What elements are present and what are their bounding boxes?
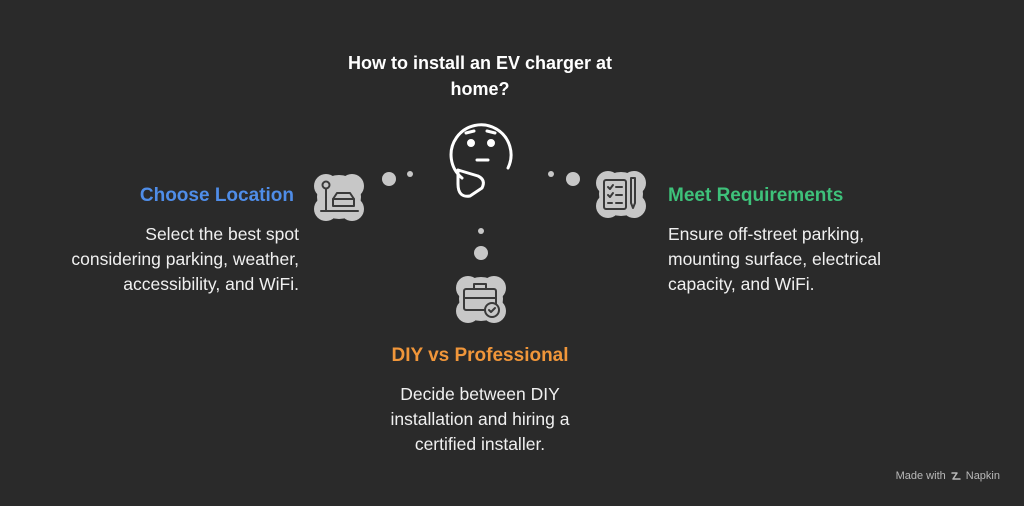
meet-requirements-heading: Meet Requirements [668, 185, 844, 206]
choose-location-description: Select the best spot considering parking… [71, 224, 299, 294]
napkin-logo-icon [951, 472, 961, 480]
connector-dots-bottom [474, 228, 488, 260]
diy-professional-description: Decide between DIY installation and hiri… [390, 384, 570, 454]
made-with-napkin-badge[interactable]: Made with Napkin [896, 470, 1000, 482]
meet-requirements-description: Ensure off-street parking, mounting surf… [668, 224, 882, 294]
checklist-icon [603, 177, 636, 210]
connector-dots-right [548, 171, 580, 186]
page-title: How to install an EV charger at home? [347, 53, 613, 99]
location-node [314, 174, 364, 221]
made-with-label: Made with [895, 470, 946, 482]
thinking-face-icon [449, 123, 513, 198]
diy-professional-heading: DIY vs Professional [391, 345, 569, 366]
choose-location-heading: Choose Location [139, 185, 294, 206]
parking-location-icon [320, 180, 359, 212]
requirements-node [596, 171, 646, 218]
napkin-brand-label: Napkin [965, 470, 1000, 482]
diy-professional-node [456, 276, 506, 323]
toolbox-check-icon [463, 283, 500, 318]
connector-dots-left [382, 171, 413, 186]
